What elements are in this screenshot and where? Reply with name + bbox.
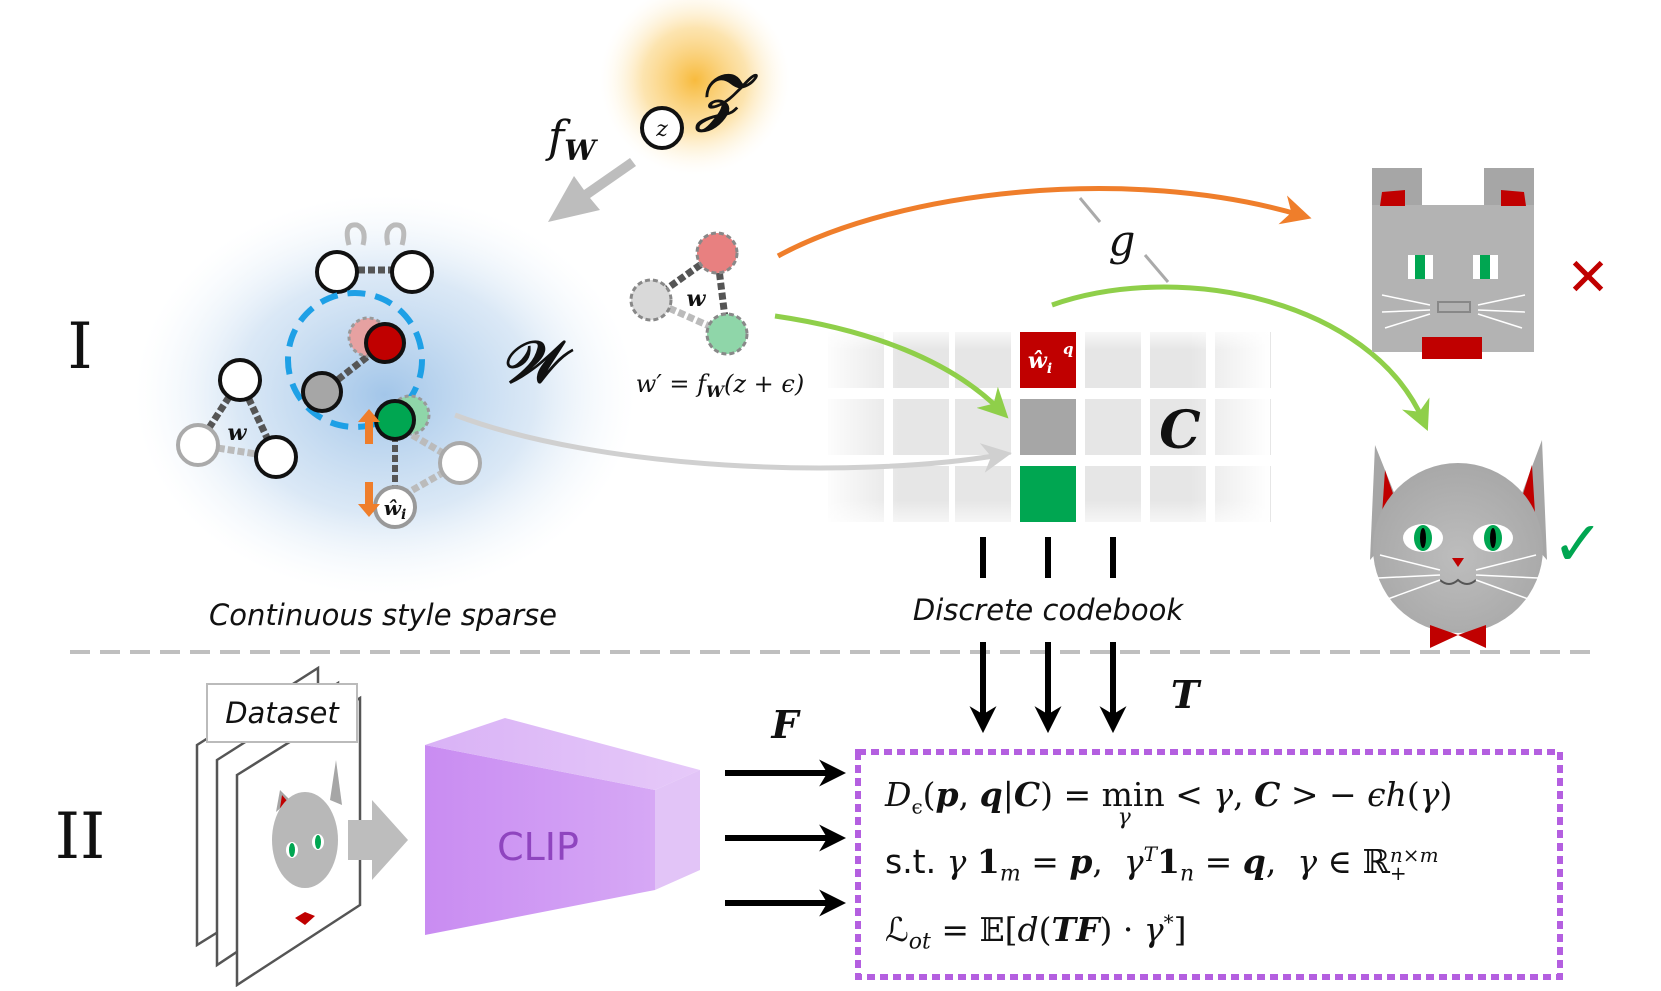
codebook-cell-green	[1020, 466, 1076, 522]
codebook-cell-sup: q	[1063, 340, 1074, 358]
formula-box	[855, 749, 1563, 980]
feature-label: F	[771, 702, 802, 747]
w-space: 𝒲 w	[135, 195, 635, 595]
codebook-cell-red	[1020, 332, 1076, 388]
w-node-label: w	[228, 420, 248, 446]
continuous-caption: Continuous style sparse	[209, 598, 557, 632]
svg-text:w′ = fW(z + ϵ): w′ = fW(z + ϵ)	[636, 370, 804, 401]
dataset-stack: Dataset	[195, 665, 362, 988]
node-cluster-left: w	[176, 358, 298, 479]
codebook-symbol: 𝑪	[1159, 400, 1200, 461]
gray-arrow-to-codebook	[454, 412, 1012, 473]
node-cluster-center: ŵi	[285, 290, 482, 529]
codebook-cell	[893, 399, 949, 455]
codebook-cell	[955, 399, 1011, 455]
green-arrow-to-codebook	[774, 313, 1009, 419]
z-node	[640, 106, 684, 150]
panel-two-label: II	[55, 800, 106, 874]
mapping-subscript: W	[564, 134, 598, 167]
good-cat-output	[1370, 440, 1547, 648]
perturbed-cluster: w w′ = fW(z + ϵ)	[629, 231, 804, 401]
svg-text:ŵi: ŵi	[1028, 348, 1052, 377]
red-node	[364, 322, 406, 364]
bad-cat-output	[1372, 168, 1534, 359]
gray-node	[301, 371, 343, 413]
codebook-ticks	[980, 537, 1116, 578]
transport-arrows	[969, 642, 1127, 734]
codebook-cell-label: ŵ	[1028, 348, 1048, 374]
codebook-cell-sub: i	[1047, 361, 1052, 377]
perturbed-formula-sub: W	[706, 382, 726, 401]
svg-text:fW: fW	[545, 112, 598, 167]
svg-text:ŵi: ŵi	[384, 496, 407, 523]
node-pair-top	[315, 222, 434, 294]
transport-label: T	[1171, 672, 1202, 717]
dataset-to-clip-arrow	[348, 800, 408, 880]
perturbed-formula: w′ = f	[636, 370, 710, 398]
arrow-up-icon	[358, 409, 380, 444]
green-arrow-to-cat	[1051, 284, 1430, 431]
orange-arrow	[776, 186, 1312, 259]
dataset-label: Dataset	[225, 696, 340, 730]
codebook-cell-gray	[1020, 399, 1076, 455]
feature-arrows	[725, 759, 847, 917]
neighborhood-ring	[285, 290, 425, 430]
generator-label: g	[1109, 216, 1136, 265]
green-node	[374, 399, 416, 441]
w-hat-label: ŵ	[384, 496, 402, 520]
z-node-label: z	[655, 117, 668, 142]
mapping-arrow: fW	[545, 112, 636, 222]
arrow-down-icon	[358, 482, 380, 517]
codebook-grid: ŵi q 𝑪	[820, 325, 1271, 535]
clip-encoder: CLIP	[425, 718, 700, 935]
latent-space-z: z 𝒵	[600, 0, 790, 175]
formula-line-3: ℒot = 𝔼[d(TF) · γ*]	[885, 910, 1187, 955]
perturbed-formula-tail: (z + ϵ)	[724, 370, 804, 398]
wrong-mark: ✕	[1566, 248, 1610, 308]
perturbed-w-label: w	[687, 286, 707, 312]
clip-label: CLIP	[497, 825, 579, 869]
codebook-cell	[1085, 399, 1141, 455]
w-hat-subscript: i	[401, 507, 406, 523]
right-mark: ✓	[1552, 507, 1604, 580]
discrete-caption: Discrete codebook	[913, 593, 1184, 627]
panel-one-label: I	[67, 310, 92, 384]
generator: g	[1078, 197, 1170, 283]
